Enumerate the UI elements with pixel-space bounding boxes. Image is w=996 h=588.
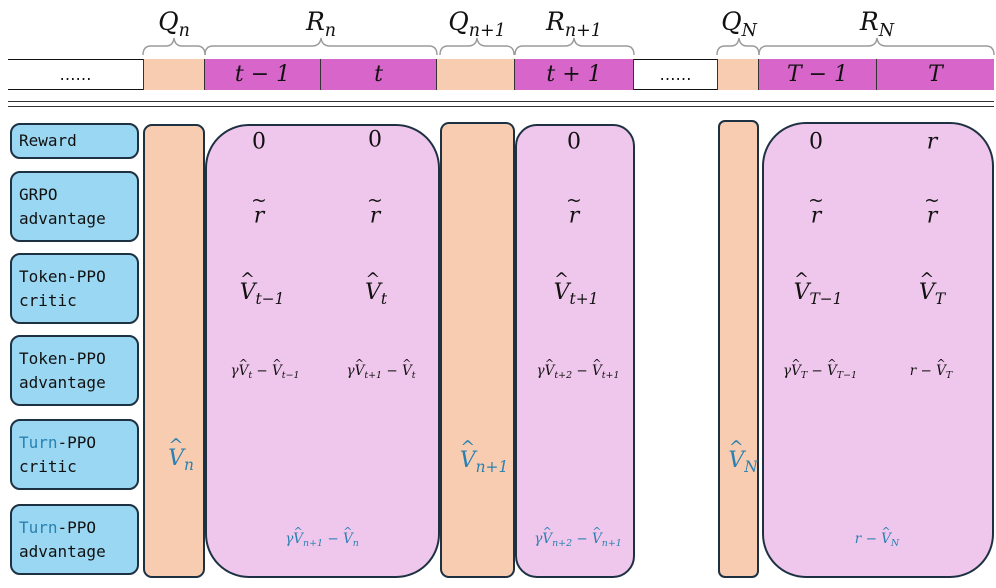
reward-t: 0 (368, 127, 382, 153)
tok-critic-T: VT (919, 280, 945, 308)
tok-critic-t-1: Vt−1 (240, 280, 285, 308)
label-Rn1: Rn+1 (546, 6, 602, 42)
reward-T-1: 0 (809, 129, 823, 155)
block-QN (718, 120, 759, 578)
row-label-text: advantage (19, 372, 106, 392)
separator-line-top (8, 101, 994, 102)
timeline-ellipsis-left: …… (59, 65, 92, 84)
tok-adv-t+1: γVt+2 − Vt+1 (537, 363, 620, 381)
brace-Rn (204, 37, 438, 56)
timeline-cell-T-1: T − 1 (759, 59, 877, 90)
brace-Qn (142, 37, 206, 56)
block-Qn1 (440, 122, 515, 578)
grpo-t+1: r (569, 204, 580, 229)
row-label-reward: Reward (10, 123, 139, 159)
grpo-T-1: r (811, 204, 822, 229)
row-label-text: Token-PPO (19, 266, 106, 286)
row-label-token-ppo-critic: Token-PPO critic (10, 253, 139, 324)
grpo-t: r (370, 204, 381, 229)
turn-critic-n: Vn (168, 446, 194, 474)
row-label-text: GRPO (19, 184, 58, 204)
row-label-text: critic (19, 456, 77, 476)
separator-line-bottom (8, 106, 994, 107)
reward-T: r (926, 129, 938, 155)
brace-QN (716, 37, 760, 56)
reward-t+1: 0 (567, 129, 581, 155)
timeline-Qn (143, 59, 205, 90)
label-Rn: Rn (305, 6, 337, 42)
label-Qn1: Qn+1 (448, 6, 506, 42)
tok-critic-T-1: VT−1 (794, 280, 843, 308)
tok-critic-t+1: Vt+1 (554, 280, 599, 308)
row-label-text: Turn-PPO (19, 432, 97, 452)
timeline-Qn1 (437, 59, 515, 90)
row-label-text: Token-PPO (19, 348, 106, 368)
brace-Rn1 (514, 37, 635, 56)
row-label-grpo-advantage: GRPO advantage (10, 171, 139, 242)
row-label-turn-ppo-advantage: Turn-PPO advantage (10, 504, 139, 575)
label-RN: RN (859, 6, 895, 42)
turn-critic-N: VN (728, 448, 757, 476)
timeline-QN (717, 59, 759, 90)
row-label-text: critic (19, 290, 77, 310)
timeline-cell-t: t (321, 59, 437, 90)
row-label-reward-text: Reward (19, 131, 77, 150)
tok-critic-t: Vt (365, 280, 387, 308)
block-Qn (143, 124, 205, 578)
grpo-t-1: r (254, 204, 265, 229)
row-label-text: advantage (19, 541, 106, 561)
timeline-cell-t-1: t − 1 (205, 59, 321, 90)
tok-adv-T-1: γVT − VT−1 (783, 363, 857, 381)
brace-Qn1 (439, 37, 515, 56)
label-QN: QN (721, 6, 757, 42)
reward-t-1: 0 (252, 129, 266, 155)
tok-adv-t: γVt+1 − Vt (347, 363, 416, 381)
row-label-token-ppo-advantage: Token-PPO advantage (10, 335, 139, 406)
row-label-text: advantage (19, 208, 106, 228)
block-Rn (205, 124, 440, 578)
brace-layer (142, 37, 995, 56)
brace-RN (758, 37, 995, 56)
turn-adv-RN: r − VN (855, 531, 899, 549)
tok-adv-T: r − VT (910, 363, 952, 381)
row-label-text: Turn-PPO (19, 517, 97, 537)
label-Qn: Qn (158, 6, 190, 42)
turn-adv-Rn: γVn+1 − Vn (285, 531, 359, 549)
grpo-T: r (927, 204, 938, 229)
turn-critic-n+1: Vn+1 (460, 448, 509, 476)
timeline-cell-t+1: t + 1 (515, 59, 634, 90)
timeline-ellipsis-mid: …… (659, 65, 692, 84)
turn-adv-Rn1: γVn+2 − Vn+1 (534, 531, 621, 549)
tok-adv-t-1: γVt − Vt−1 (231, 363, 300, 381)
block-RN (762, 122, 994, 578)
timeline-cell-T: T (877, 59, 994, 90)
row-label-turn-ppo-critic: Turn-PPO critic (10, 419, 139, 490)
